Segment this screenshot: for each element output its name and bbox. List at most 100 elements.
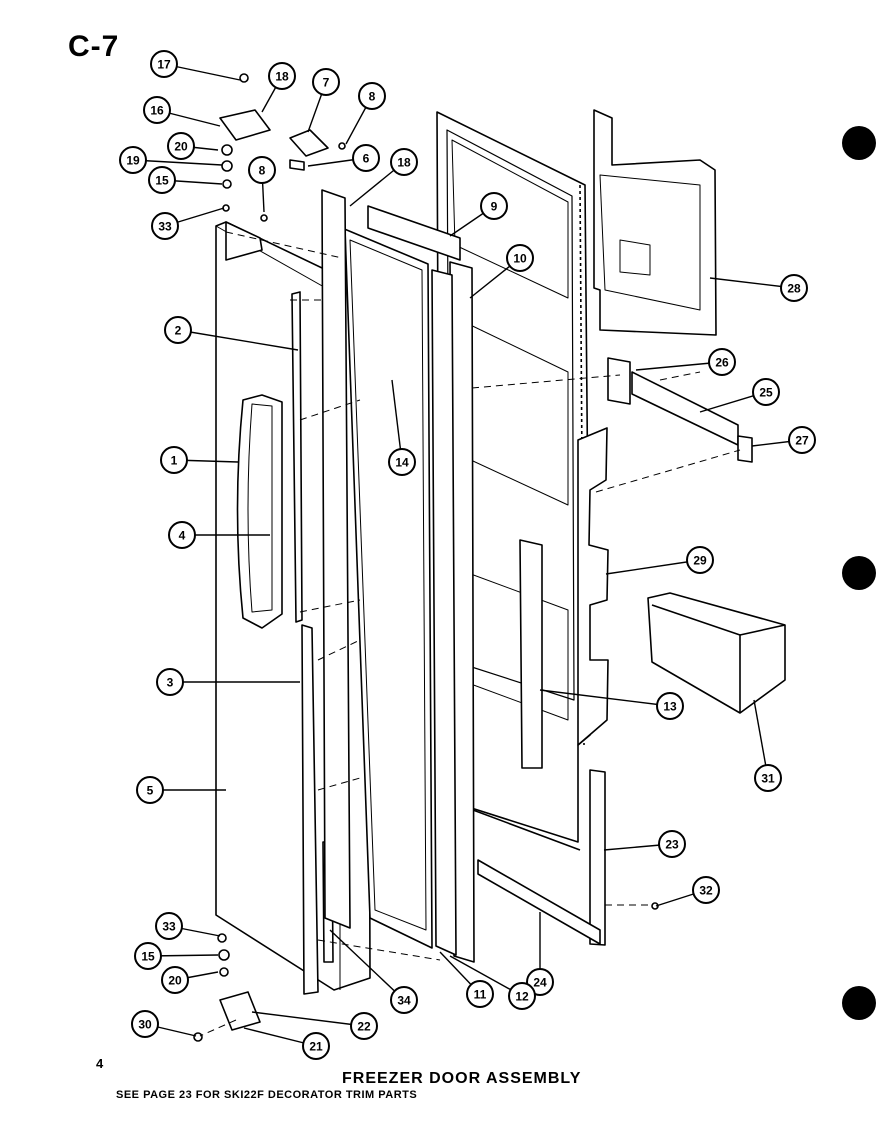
callout-number: 4 <box>179 529 186 543</box>
callout-number: 24 <box>533 976 547 990</box>
callout-number: 11 <box>474 988 487 1002</box>
callout-number: 33 <box>162 920 176 934</box>
callout-leader <box>539 689 671 707</box>
callout-bubble <box>156 668 184 696</box>
callout-number: 32 <box>699 884 713 898</box>
strip-9 <box>367 205 461 261</box>
callout-bubble <box>508 982 536 1010</box>
callout-leader <box>329 929 405 1001</box>
liner-flange <box>577 427 609 746</box>
callout-number: 7 <box>323 76 330 90</box>
diagram-title: FREEZER DOOR ASSEMBLY <box>342 1070 582 1087</box>
callout-number: 9 <box>491 200 498 214</box>
trim-strip-lower <box>301 624 319 995</box>
page-number: 4 <box>96 1056 104 1071</box>
callout-bubble <box>388 448 416 476</box>
callout-number: 17 <box>157 58 171 72</box>
callout-number: 18 <box>275 70 289 84</box>
callout-number: 8 <box>369 90 376 104</box>
callout-bubble <box>143 96 171 124</box>
callout-bubble <box>248 156 276 184</box>
callout-bubble <box>390 148 418 176</box>
callout-bubble <box>506 244 534 272</box>
callout-number: 23 <box>665 838 679 852</box>
callout-bubble <box>268 62 296 90</box>
callout-bubble <box>686 546 714 574</box>
storage-bin <box>647 592 786 714</box>
strip-24 <box>477 859 601 945</box>
callout-number: 3 <box>167 676 174 690</box>
callout-bubble <box>692 876 720 904</box>
callout-leader <box>251 1011 365 1027</box>
callout-number: 31 <box>761 772 775 786</box>
callout-bubble <box>160 446 188 474</box>
callout-bubble <box>754 764 782 792</box>
callout-number: 20 <box>174 140 188 154</box>
callout-bubble <box>752 378 780 406</box>
callout-bubble <box>164 316 192 344</box>
callout-bubble <box>168 521 196 549</box>
callout-bubble <box>155 912 183 940</box>
callout-number: 34 <box>397 994 411 1008</box>
callout-bubble <box>352 144 380 172</box>
callout-bubble <box>151 212 179 240</box>
callout-leader <box>635 361 723 371</box>
callout-leader <box>605 559 701 575</box>
callout-number: 14 <box>395 456 409 470</box>
binder-hole-top <box>842 126 876 160</box>
callout-bubble <box>167 132 195 160</box>
callout-bubble <box>480 192 508 220</box>
trim-strip <box>291 291 303 623</box>
callout-number: 1 <box>171 454 178 468</box>
binder-hole-bottom <box>842 986 876 1020</box>
strip-23 <box>589 769 606 946</box>
callout-bubble <box>780 274 808 302</box>
callout-number: 20 <box>168 974 182 988</box>
door-handle <box>236 394 283 629</box>
callout-number: 29 <box>693 554 707 568</box>
callout-number: 15 <box>141 950 155 964</box>
strip-18 <box>321 189 351 929</box>
callout-number: 12 <box>515 990 529 1004</box>
callout-number: 25 <box>759 386 773 400</box>
callout-number: 15 <box>155 174 169 188</box>
callout-bubble <box>136 776 164 804</box>
callout-number: 16 <box>150 104 164 118</box>
callout-bubble <box>708 348 736 376</box>
callout-number: 21 <box>309 1040 323 1054</box>
callout-number: 33 <box>158 220 172 234</box>
callout-bubble <box>312 68 340 96</box>
callout-number: 2 <box>175 324 182 338</box>
callout-bubble <box>466 980 494 1008</box>
hinge-top <box>219 109 271 141</box>
hinge-bottom <box>219 991 261 1031</box>
callout-bubble <box>788 426 816 454</box>
callout-bubble <box>131 1010 159 1038</box>
callout-number: 27 <box>795 434 809 448</box>
callout-number: 10 <box>513 252 527 266</box>
callout-number: 6 <box>363 152 370 166</box>
callout-bubble <box>302 1032 330 1060</box>
callout-bubble <box>134 942 162 970</box>
callout-leader <box>709 277 795 289</box>
callout-number: 26 <box>715 356 729 370</box>
upper-housing <box>593 109 717 336</box>
callout-bubble <box>161 966 189 994</box>
callout-bubble <box>150 50 178 78</box>
callout-bubble <box>390 986 418 1014</box>
callout-leader <box>177 329 299 351</box>
callout-number: 22 <box>357 1020 371 1034</box>
page-code: C-7 <box>68 30 120 63</box>
callout-bubble <box>119 146 147 174</box>
callout-bubble <box>658 830 686 858</box>
binder-hole-middle <box>842 556 876 590</box>
callout-number: 18 <box>397 156 411 170</box>
callout-leader <box>132 159 223 166</box>
callout-bubble <box>358 82 386 110</box>
rail-part <box>631 371 739 446</box>
strip-11 <box>431 269 457 956</box>
callout-number: 19 <box>126 154 140 168</box>
callout-bubble <box>148 166 176 194</box>
callout-bubble <box>350 1012 378 1040</box>
